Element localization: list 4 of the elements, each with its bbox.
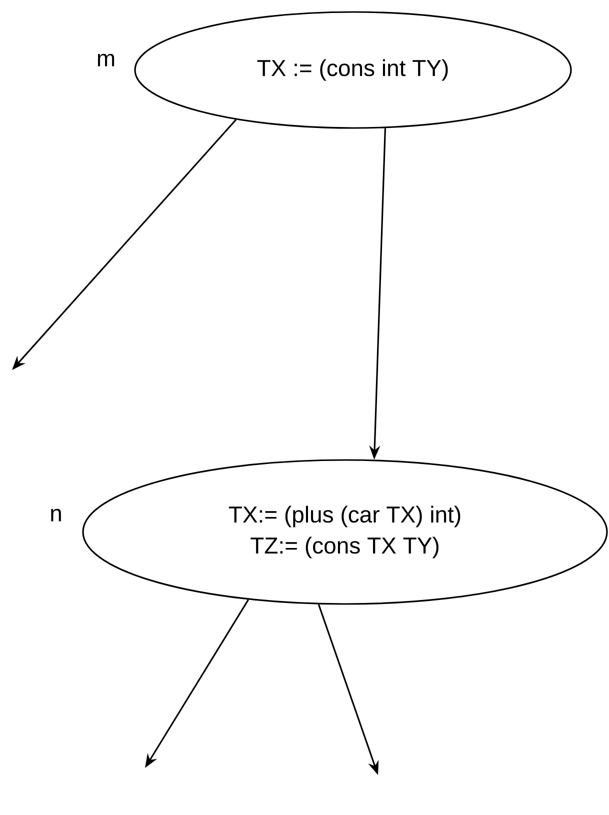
ellipse-node: TX:= (plus (car TX) int) TZ:= (cons TX TY) — [82, 459, 608, 605]
ellipse-node: TX := (cons int TY) — [134, 11, 572, 129]
node-label: n — [51, 508, 61, 522]
node-label: m — [98, 54, 114, 66]
